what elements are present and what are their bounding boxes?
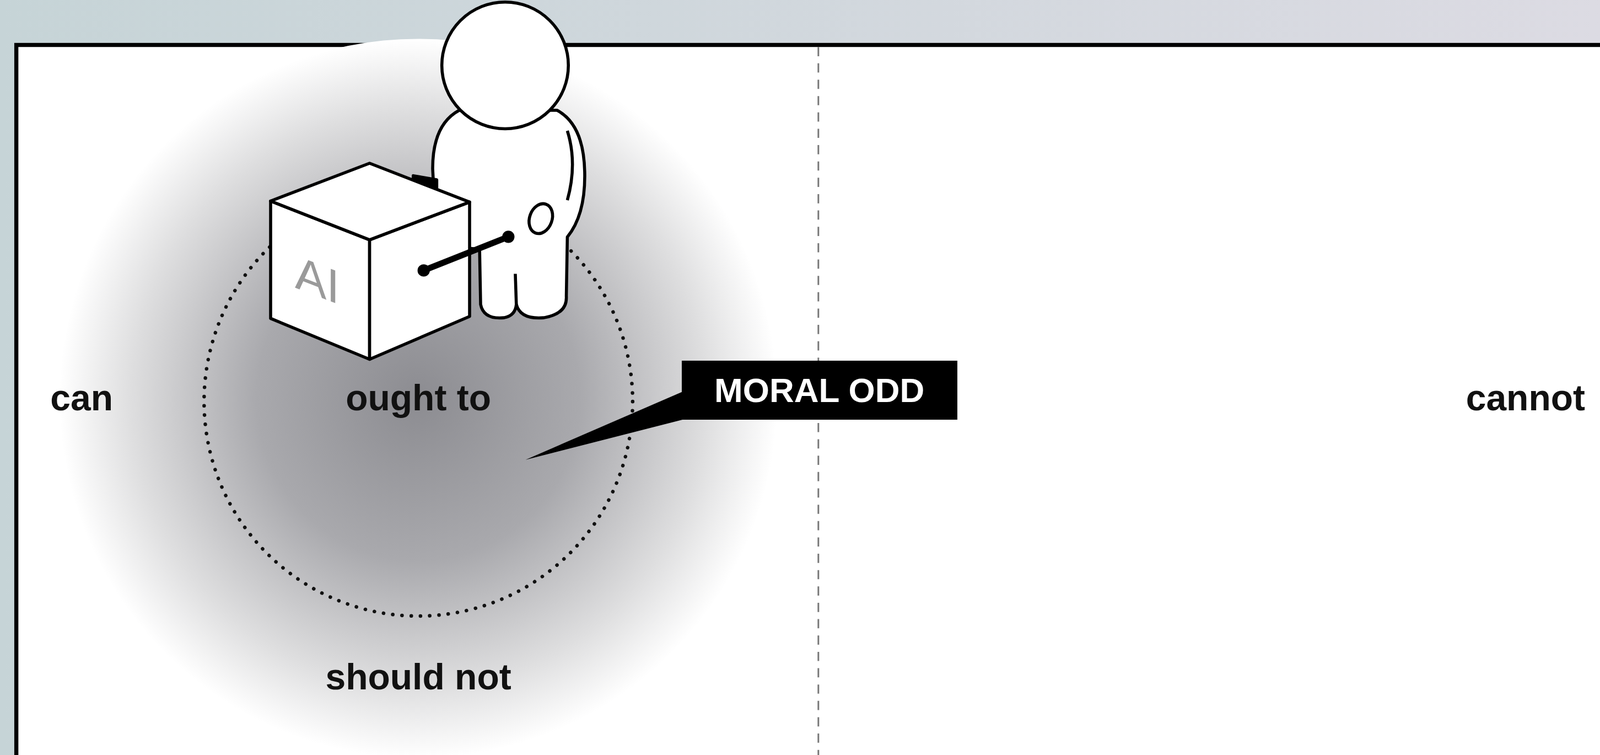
handle-stick xyxy=(423,236,509,271)
callout-box: MORAL ODD xyxy=(681,360,958,420)
region-label: cannot xyxy=(1466,376,1586,419)
callout-text: MORAL ODD xyxy=(714,370,925,410)
region-label: should not xyxy=(325,655,511,698)
stick-end xyxy=(502,230,515,243)
stick-end xyxy=(417,264,430,277)
callout-pointer xyxy=(525,390,686,460)
region-label: can xyxy=(50,376,113,419)
glow-circle xyxy=(58,38,778,755)
cube-face xyxy=(270,163,470,240)
region-label: ought to xyxy=(345,376,492,419)
ai-cube: AI xyxy=(270,163,470,359)
